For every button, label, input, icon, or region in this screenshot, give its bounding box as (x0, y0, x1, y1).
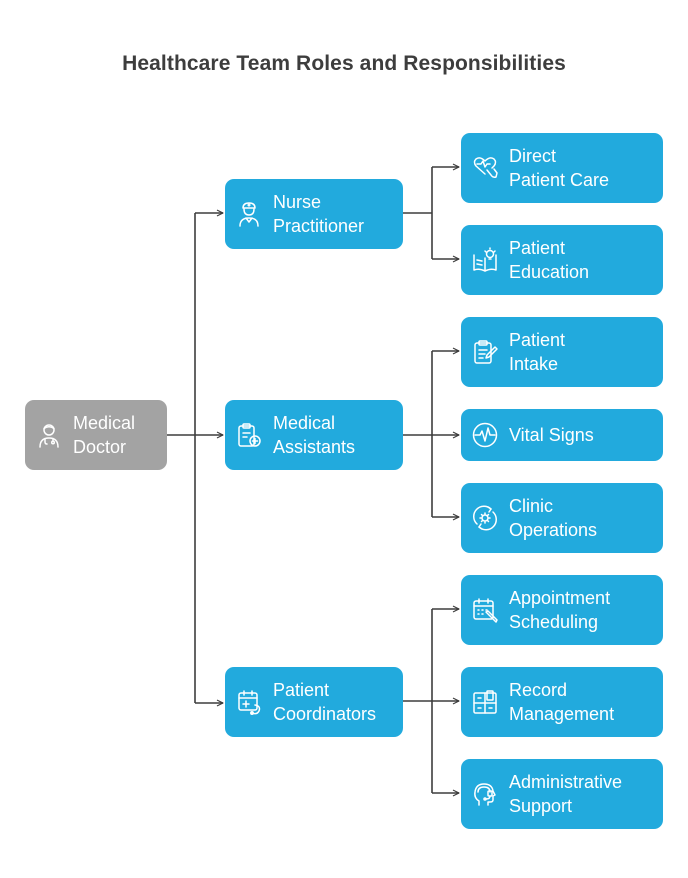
file-cabinet-icon (471, 688, 499, 716)
task-label: Vital Signs (509, 425, 594, 445)
pulse-icon (471, 421, 499, 449)
calendar-pen-icon (471, 596, 499, 624)
heart-hand-icon (471, 154, 499, 182)
doctor-icon (35, 421, 63, 449)
task-node-vital-signs[interactable]: Vital Signs (461, 409, 663, 461)
clipboard-pen-icon (471, 338, 499, 366)
nurse-icon (235, 200, 263, 228)
gear-cycle-icon (471, 504, 499, 532)
diagram-title: Healthcare Team Roles and Responsibiliti… (122, 52, 566, 75)
book-lightbulb-icon (471, 246, 499, 274)
headset-icon (471, 780, 499, 808)
calendar-stethoscope-icon (235, 688, 263, 716)
clipboard-plus-icon (235, 421, 263, 449)
